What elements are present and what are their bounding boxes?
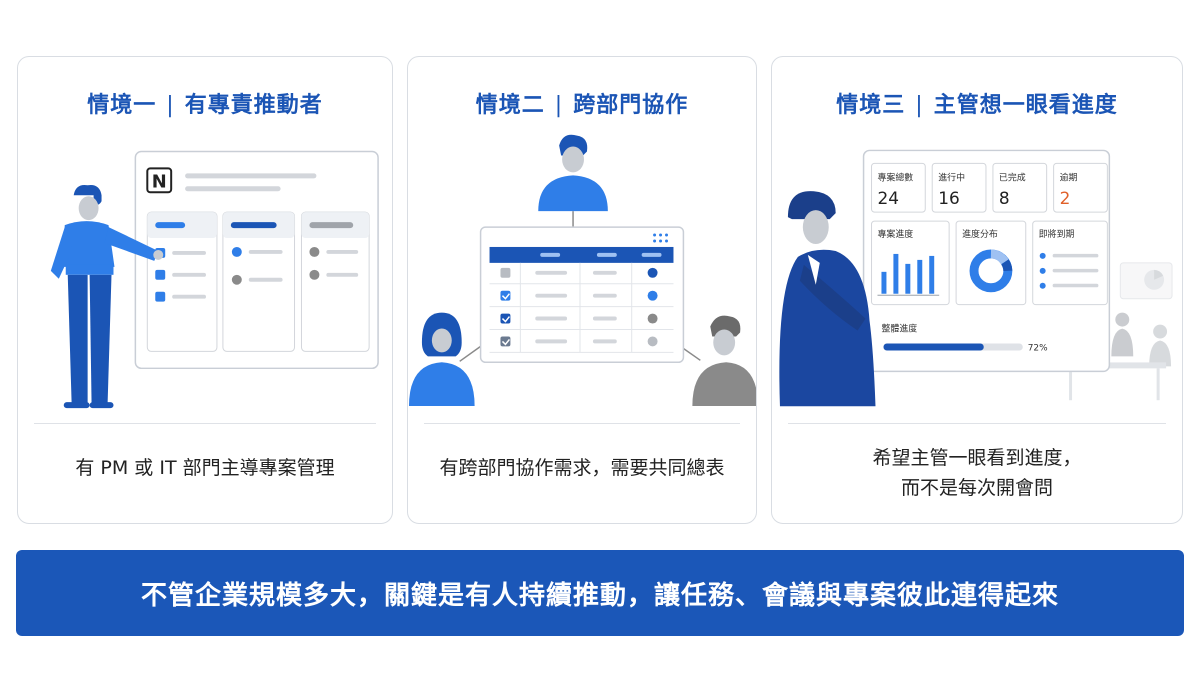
panel-title-progress: 專案進度 [877,228,913,240]
top-person-icon [538,134,608,212]
stat-value-done: 8 [999,188,1010,208]
card-title: 情境二 | 跨部門協作 [408,87,756,119]
scenario-card-3: 情境三 | 主管想一眼看進度 專案總數 24 進行中 [771,56,1183,524]
stat-value-in-progress: 16 [938,188,960,208]
shared-table-sheet [479,226,685,364]
overall-progress-fill [883,343,984,351]
card-title-prefix: 情境三 [836,93,906,118]
panel-title-due-soon: 即將到期 [1039,228,1075,240]
cross-department-illustration [408,134,756,407]
pm-presenting-illustration: N [50,150,379,409]
card-title-main: 有專責推動者 [184,93,323,118]
manager-dashboard-illustration: 專案總數 24 進行中 16 已完成 8 逾期 2 專案進度 進度分布 即將到期 [779,149,1173,407]
card-title-prefix: 情境一 [87,93,157,118]
stat-label-done: 已完成 [999,171,1026,183]
title-separator: | [915,93,924,118]
card-caption: 希望主管一眼看到進度， 而不是每次開會問 [772,443,1182,503]
stat-label-overdue: 逾期 [1060,171,1078,183]
scenario-card-1: 情境一 | 有專責推動者 N [17,56,393,524]
panel-title-distribution: 進度分布 [962,228,998,240]
left-person-icon [408,312,475,407]
stat-value-overdue: 2 [1060,188,1071,208]
mini-donut-chart [969,249,1013,293]
divider [424,423,740,424]
overall-progress-percent: 72% [1028,343,1048,353]
dashboard-panel: 專案總數 24 進行中 16 已完成 8 逾期 2 專案進度 進度分布 即將到期 [862,149,1111,373]
stat-label-total: 專案總數 [877,171,913,183]
card-title: 情境三 | 主管想一眼看進度 [772,87,1182,119]
title-separator: | [554,93,564,118]
stat-value-total: 24 [877,188,899,208]
card-title-prefix: 情境二 [475,93,545,118]
pm-person-icon [50,185,164,409]
notion-logo-icon: N [152,171,167,192]
manager-person-icon [779,191,876,407]
mini-bar-chart [877,253,940,296]
divider [34,423,376,424]
overall-progress-label: 整體進度 [881,323,917,335]
card-title-main: 跨部門協作 [573,93,689,118]
card-caption-line-1: 希望主管一眼看到進度， [872,447,1082,469]
title-separator: | [166,93,175,118]
summary-banner-text: 不管企業規模多大，關鍵是有人持續推動，讓任務、會議與專案彼此連得起來 [140,580,1059,611]
scenario-card-2: 情境二 | 跨部門協作 [407,56,757,524]
card-caption: 有 PM 或 IT 部門主導專案管理 [75,457,335,479]
divider [788,423,1166,424]
summary-banner: 不管企業規模多大，關鍵是有人持續推動，讓任務、會議與專案彼此連得起來 [16,550,1184,636]
card-title: 情境一 | 有專責推動者 [18,87,392,119]
card-caption: 有跨部門協作需求，需要共同總表 [439,457,725,479]
kanban-board: N [134,150,379,370]
right-person-icon [692,315,756,407]
card-title-main: 主管想一眼看進度 [933,93,1118,118]
card-caption-line-2: 而不是每次開會問 [900,477,1053,499]
stat-label-in-progress: 進行中 [938,171,965,183]
